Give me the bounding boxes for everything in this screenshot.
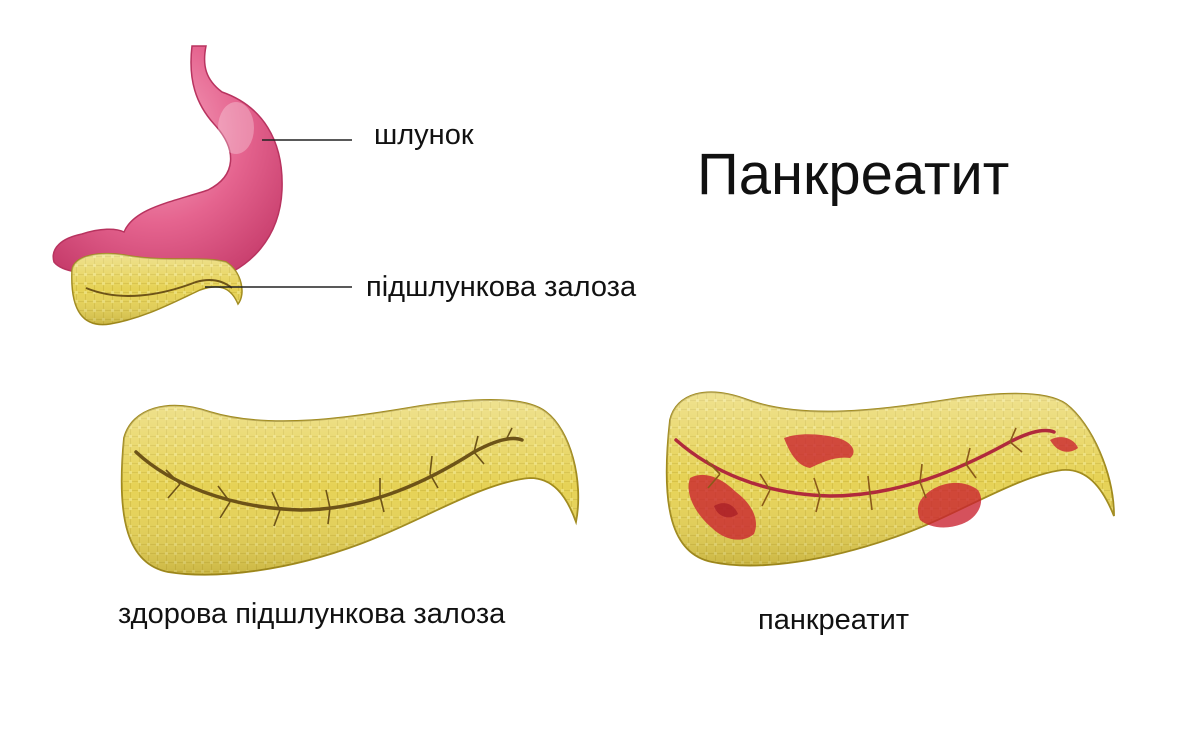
lesion-2 [784, 434, 854, 468]
pancreas-small [71, 252, 243, 326]
lesion-5 [714, 503, 738, 518]
inflamed-pancreatic-duct [674, 428, 1056, 498]
pancreas-label: підшлункова залоза [366, 271, 637, 303]
healthy-pancreas-figure [120, 399, 580, 576]
stomach-organ [52, 45, 283, 288]
page-title: Панкреатит [697, 142, 1010, 207]
lesion-4 [1050, 437, 1078, 452]
healthy-pancreas-caption: здорова підшлункова залоза [118, 598, 506, 630]
inflamed-pancreas-figure [665, 391, 1115, 567]
stomach-label: шлунок [374, 119, 474, 151]
healthy-pancreatic-duct [134, 436, 524, 512]
lesion-3 [917, 482, 982, 528]
healthy-duct-branches [165, 427, 513, 527]
inflamed-duct-branches [705, 427, 1023, 513]
pancreas-small-duct [85, 279, 233, 297]
stomach-figure [52, 45, 283, 288]
pancreatitis-caption: панкреатит [758, 604, 910, 636]
